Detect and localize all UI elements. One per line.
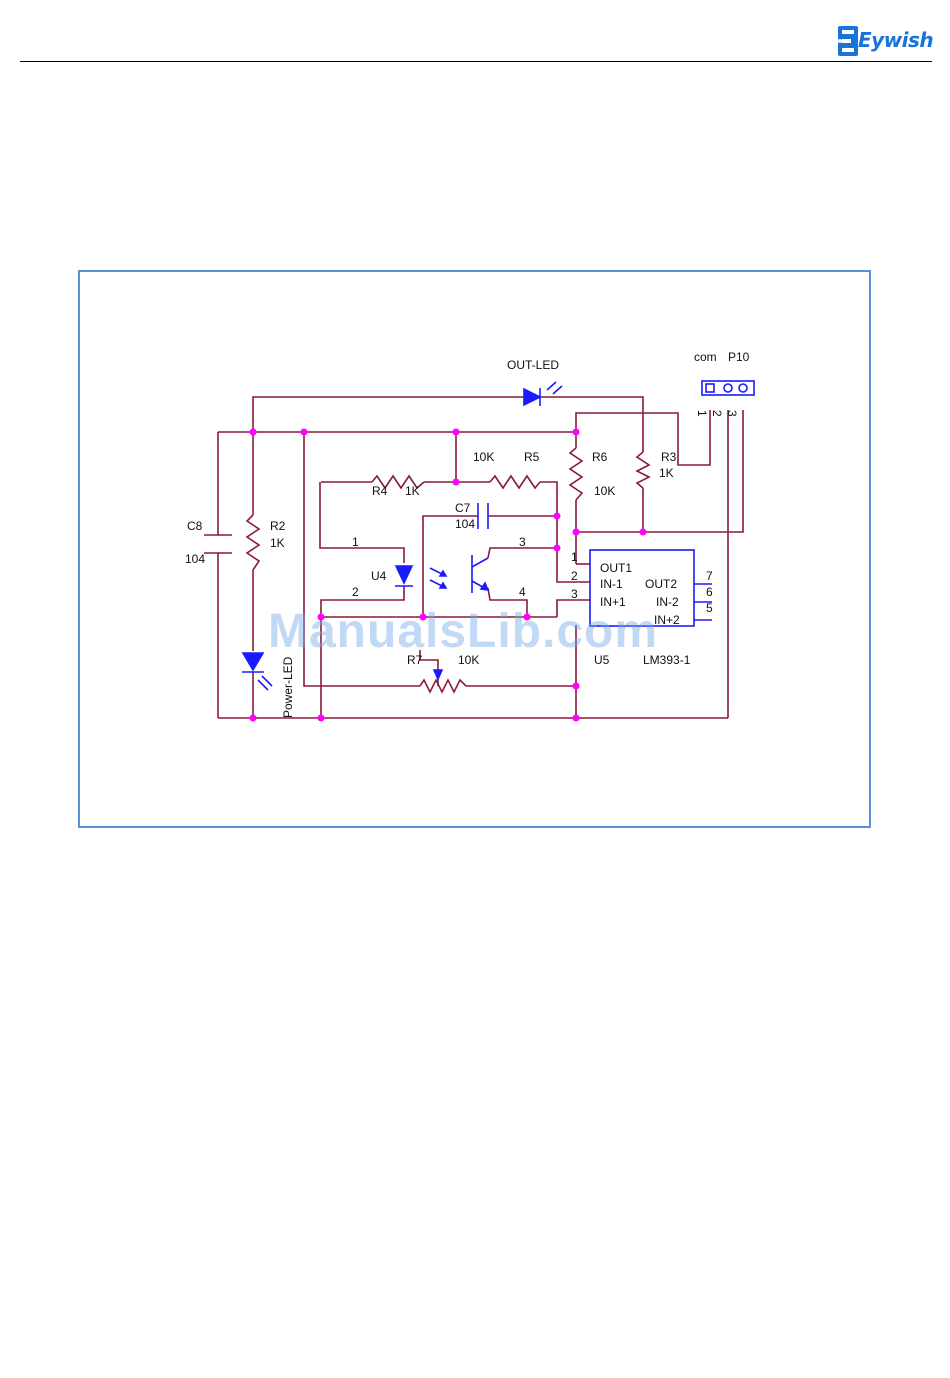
u4-pin4: 4 [519, 585, 526, 599]
r5-value: 10K [473, 450, 494, 464]
u5-pin3: 3 [571, 587, 578, 601]
r3-label: R3 [661, 450, 677, 464]
c7-capacitor-icon [478, 503, 488, 529]
u5-in-minus-1: IN-1 [600, 577, 623, 591]
phototransistor-icon [472, 555, 488, 593]
watermark: ManualsLib.com [268, 604, 658, 659]
out-led-label: OUT-LED [507, 358, 559, 372]
c8-capacitor-icon [204, 535, 232, 553]
p10-label: P10 [728, 350, 750, 364]
u5-pin2: 2 [571, 569, 578, 583]
out-led-icon [524, 382, 562, 406]
c7-label: C7 [455, 501, 471, 515]
wires [218, 397, 743, 718]
u4-pin1: 1 [352, 535, 359, 549]
u5-pin6: 6 [706, 585, 713, 599]
r4-value: 1K [405, 484, 420, 498]
p10-connector-icon [702, 381, 754, 395]
u4-label: U4 [371, 569, 387, 583]
u5-out2: OUT2 [645, 577, 677, 591]
light-arrows-icon [430, 568, 446, 588]
u4-led-icon [395, 566, 413, 586]
c7-value: 104 [455, 517, 475, 531]
r3-resistor-icon [637, 452, 649, 488]
u5-pin7: 7 [706, 569, 713, 583]
p10-pin3: 3 [725, 410, 739, 417]
r7-potentiometer-icon [420, 670, 466, 692]
c8-label: C8 [187, 519, 203, 533]
p10-pin1: 1 [695, 410, 709, 417]
u5-out1: OUT1 [600, 561, 632, 575]
p10-pin2: 2 [710, 410, 724, 417]
u4-pin3: 3 [519, 535, 526, 549]
u4-pin2: 2 [352, 585, 359, 599]
r5-label: R5 [524, 450, 540, 464]
r2-resistor-icon [247, 515, 259, 570]
labels: OUT-LED com P10 1 2 3 10K R5 R6 10K R3 1… [185, 350, 750, 718]
u5-pin5: 5 [706, 601, 713, 615]
r6-value: 10K [594, 484, 615, 498]
r5-resistor-icon [490, 476, 540, 488]
c8-value: 104 [185, 552, 205, 566]
r3-value: 1K [659, 466, 674, 480]
r2-value: 1K [270, 536, 285, 550]
r6-resistor-icon [570, 448, 582, 500]
u5-pin1: 1 [571, 550, 578, 564]
r6-label: R6 [592, 450, 608, 464]
junctions [250, 429, 647, 722]
r2-label: R2 [270, 519, 286, 533]
power-led-label: Power-LED [281, 656, 295, 718]
com-label: com [694, 350, 717, 364]
r4-label: R4 [372, 484, 388, 498]
u5-in-minus-2: IN-2 [656, 595, 679, 609]
